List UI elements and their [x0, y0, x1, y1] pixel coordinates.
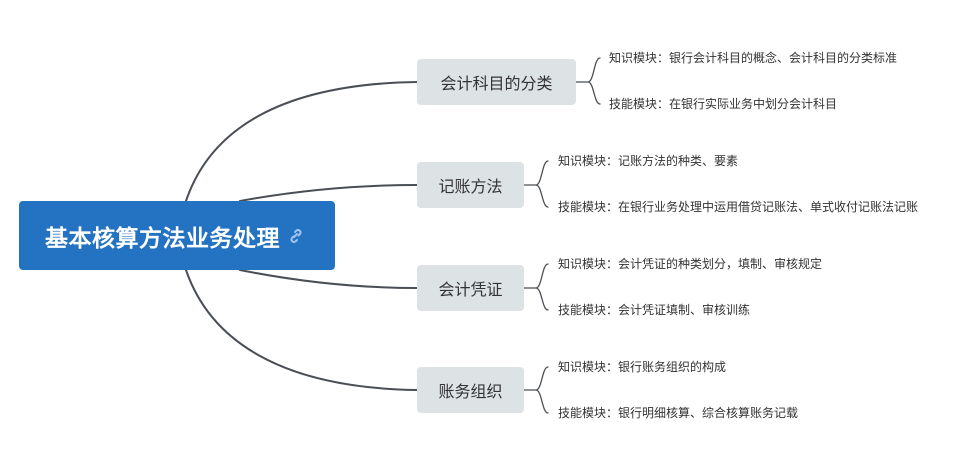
- leaf-topic[interactable]: 知识模块：银行会计科目的概念、会计科目的分类标准: [609, 51, 898, 65]
- connector-branch-4-leaves: [523, 366, 549, 414]
- branch-topic-label: 记账方法: [438, 177, 503, 196]
- branch-topic-label: 会计科目的分类: [440, 74, 553, 93]
- leaf-topic[interactable]: 技能模块：在银行实际业务中划分会计科目: [609, 97, 838, 111]
- connector-branch-1-leaves: [575, 57, 601, 105]
- branch-topic-label: 账务组织: [438, 382, 503, 401]
- branch-topic-2[interactable]: 记账方法: [417, 162, 524, 208]
- leaf-topic[interactable]: 知识模块：银行账务组织的构成: [558, 360, 727, 374]
- connector-root-branch-3: [239, 269, 418, 289]
- root-topic-label: 基本核算方法业务处理: [45, 225, 280, 252]
- branch-topic-4[interactable]: 账务组织: [417, 367, 524, 413]
- branch-topic-3[interactable]: 会计凭证: [417, 265, 524, 311]
- connector-root-branch-4: [185, 269, 418, 391]
- branch-topic-1[interactable]: 会计科目的分类: [417, 59, 576, 105]
- branch-topic-label: 会计凭证: [438, 280, 503, 299]
- leaf-topic[interactable]: 技能模块：会计凭证填制、审核训练: [558, 303, 751, 317]
- leaf-topic[interactable]: 知识模块：会计凭证的种类划分，填制、审核规定: [558, 257, 823, 271]
- root-topic[interactable]: 基本核算方法业务处理: [19, 201, 335, 270]
- leaf-topic[interactable]: 知识模块：记账方法的种类、要素: [558, 154, 739, 168]
- connector-root-branch-2: [239, 184, 418, 202]
- leaf-topic[interactable]: 技能模块：在银行业务处理中运用借贷记账法、单式收付记账法记账: [558, 200, 919, 214]
- link-icon[interactable]: [288, 228, 304, 244]
- connector-root-branch-1: [185, 81, 418, 202]
- leaf-topic[interactable]: 技能模块：银行明细核算、综合核算账务记载: [558, 406, 799, 420]
- connector-branch-2-leaves: [523, 160, 549, 208]
- connector-branch-3-leaves: [523, 263, 549, 311]
